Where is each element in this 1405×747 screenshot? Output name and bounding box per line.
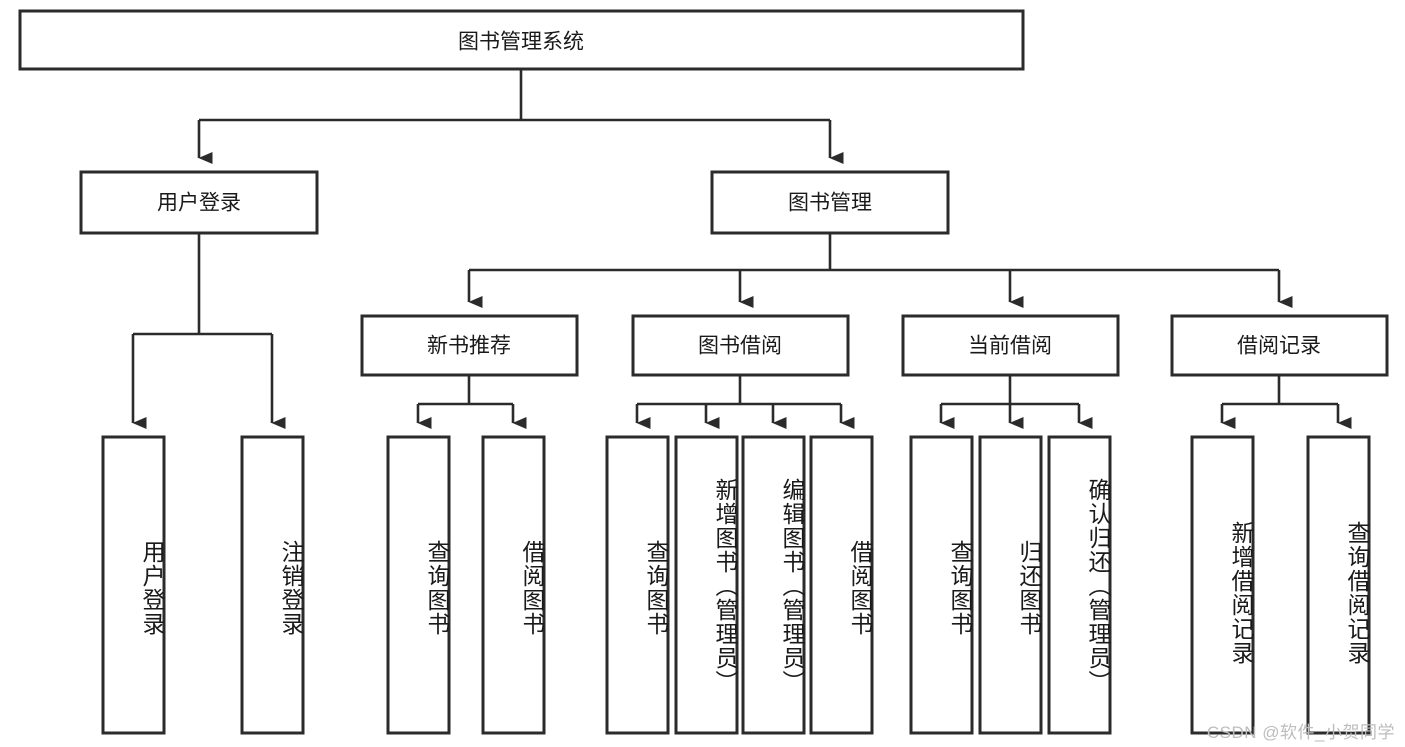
leaf-box-current-borrow-1[interactable] bbox=[909, 435, 974, 735]
leaf-box-book-borrow-3[interactable] bbox=[741, 435, 806, 735]
node-new-book-recommend-label: 新书推荐 bbox=[427, 335, 511, 358]
leaf-box-current-borrow-3[interactable] bbox=[1047, 435, 1112, 735]
leaf-box-borrow-record-1[interactable] bbox=[1190, 435, 1255, 735]
leaf-box-borrow-record-2[interactable] bbox=[1306, 435, 1371, 735]
leaf-box-book-borrow-1[interactable] bbox=[605, 435, 670, 735]
node-book-manage-box[interactable] bbox=[710, 170, 950, 235]
node-root-box[interactable] bbox=[18, 9, 1025, 71]
node-borrow-record-box[interactable] bbox=[1170, 314, 1389, 377]
node-current-borrow-box[interactable] bbox=[901, 314, 1120, 377]
leaf-box-new-book-2[interactable] bbox=[481, 435, 546, 735]
node-user-login-label: 用户登录 bbox=[157, 192, 241, 215]
leaf-box-book-borrow-2[interactable] bbox=[674, 435, 739, 735]
node-borrow-record-label: 借阅记录 bbox=[1237, 335, 1321, 358]
node-book-manage-label: 图书管理 bbox=[788, 192, 872, 215]
node-book-borrow-label: 图书借阅 bbox=[698, 335, 782, 358]
node-current-borrow-label: 当前借阅 bbox=[968, 335, 1052, 358]
leaf-box-user-login-2[interactable] bbox=[240, 435, 305, 735]
csdn-watermark: CSDN @软件_小贺同学 bbox=[1206, 723, 1395, 742]
leaf-box-book-borrow-4[interactable] bbox=[809, 435, 874, 735]
leaf-box-new-book-1[interactable] bbox=[386, 435, 451, 735]
node-new-book-recommend-box[interactable] bbox=[360, 314, 579, 377]
leaf-box-current-borrow-2[interactable] bbox=[978, 435, 1043, 735]
leaf-box-user-login-1[interactable] bbox=[101, 435, 166, 735]
node-book-borrow-box[interactable] bbox=[631, 314, 850, 377]
node-root-label: 图书管理系统 bbox=[458, 31, 584, 54]
